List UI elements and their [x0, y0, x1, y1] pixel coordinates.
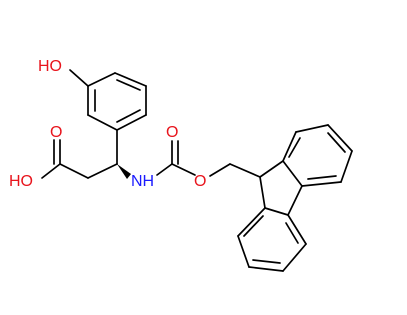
- bond: [87, 72, 116, 87]
- bond-ring-oh: [69, 69, 89, 87]
- double-bond-inner: [243, 215, 264, 237]
- bond: [248, 266, 284, 272]
- bond-acid-oh: [41, 163, 61, 179]
- ho-acid-label: HO: [9, 173, 33, 190]
- acid-carbonyl-o-label: O: [50, 124, 62, 141]
- fluorene-five-ring: [259, 160, 303, 216]
- bond: [237, 207, 266, 237]
- double-bond-inner: [288, 137, 301, 158]
- double-bond-inner: [285, 222, 299, 244]
- hydroxyphenyl-ring: [87, 72, 147, 131]
- double-bond-inner: [252, 259, 281, 264]
- ester-o-label: O: [194, 173, 206, 190]
- bond: [282, 160, 303, 187]
- fluorene-lower-ring: [237, 207, 307, 272]
- bond-ch2-fluorenyl: [229, 163, 261, 178]
- bond: [237, 235, 250, 268]
- wedge-bond: [117, 164, 131, 179]
- bond-ch2-acid: [59, 163, 89, 179]
- nh-label: NH: [131, 173, 154, 190]
- bond: [282, 131, 297, 162]
- double-bond-inner: [327, 132, 346, 153]
- bond: [259, 176, 266, 209]
- double-bond-inner: [307, 175, 337, 180]
- carbamate-carbonyl-o-label: O: [166, 124, 178, 141]
- fluorene-upper-ring: [282, 124, 353, 187]
- bond: [287, 185, 303, 216]
- bond: [264, 207, 289, 216]
- bond: [340, 150, 353, 183]
- bond: [287, 214, 307, 245]
- double-bond-inner: [116, 109, 141, 123]
- ho-phenol-label: HO: [38, 58, 62, 75]
- bond: [116, 114, 147, 131]
- bond-carbamate-ester-o: [171, 163, 196, 176]
- bond: [87, 114, 118, 131]
- bond: [259, 160, 284, 178]
- bond: [295, 124, 329, 133]
- bond: [327, 124, 353, 152]
- bond-nh-carbamate: [156, 163, 173, 176]
- bond: [282, 243, 307, 272]
- bond: [301, 181, 342, 187]
- bond-ester-o-ch2: [209, 163, 231, 177]
- bond-stereocenter-ch2: [87, 163, 118, 179]
- bond: [114, 72, 147, 87]
- double-bond-inner: [116, 79, 141, 91]
